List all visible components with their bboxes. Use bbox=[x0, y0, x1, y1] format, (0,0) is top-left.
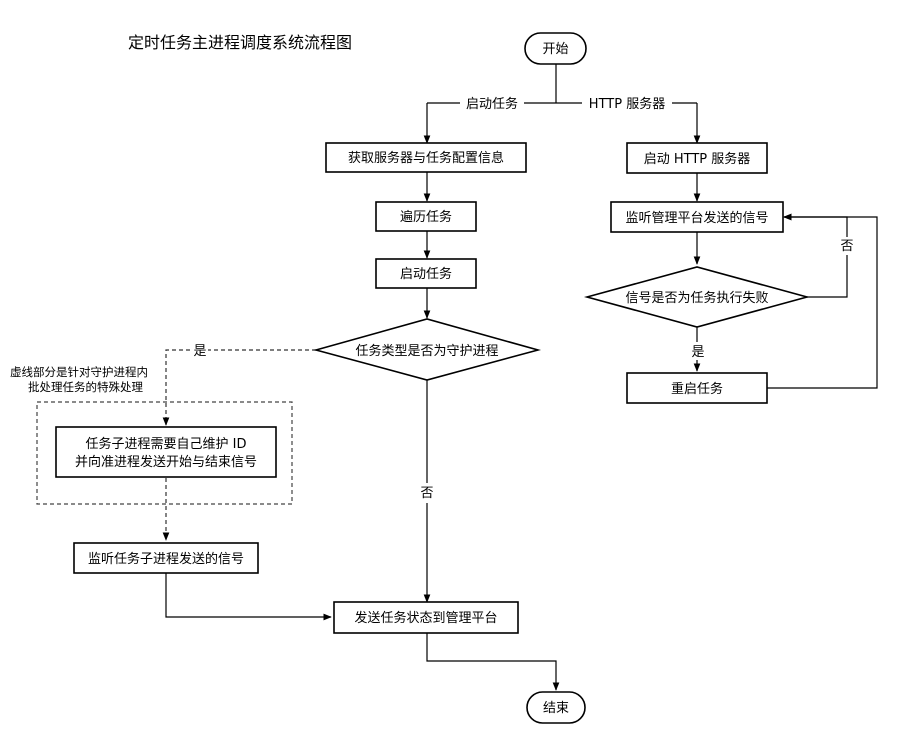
is-failed-decision bbox=[583, 266, 811, 328]
start-http-box bbox=[626, 142, 768, 174]
subprocess-label-line1: 任务子进程需要自己维护 ID bbox=[86, 436, 247, 452]
yes-failed-label: 是 bbox=[691, 345, 704, 360]
end-terminal bbox=[526, 691, 586, 724]
iterate-tasks-box bbox=[375, 201, 477, 232]
is-failed-label: 信号是否为任务执行失败 bbox=[625, 290, 768, 306]
note-line2: 批处理任务的特殊处理 bbox=[28, 380, 143, 394]
iterate-tasks-label: 遍历任务 bbox=[400, 209, 452, 225]
listen-subprocess-label: 监听任务子进程发送的信号 bbox=[88, 551, 244, 567]
is-daemon-decision bbox=[312, 318, 542, 381]
start-http-label: 启动 HTTP 服务器 bbox=[644, 151, 751, 167]
no-failed-label: 否 bbox=[840, 239, 853, 254]
is-daemon-label: 任务类型是否为守护进程 bbox=[355, 343, 498, 359]
edge-failed-no-loop bbox=[783, 213, 848, 298]
restart-task-box bbox=[626, 372, 768, 404]
restart-task-label: 重启任务 bbox=[671, 381, 723, 397]
branch-http-label: HTTP 服务器 bbox=[589, 96, 665, 112]
edge-decision-yes bbox=[162, 349, 316, 426]
edge-restart-loop bbox=[767, 213, 878, 389]
subprocess-box bbox=[55, 426, 277, 478]
send-status-box bbox=[333, 601, 519, 634]
edge-send-to-end bbox=[426, 633, 560, 691]
end-label: 结束 bbox=[543, 701, 569, 716]
start-label: 开始 bbox=[542, 42, 568, 57]
edge-listen-to-send bbox=[165, 573, 332, 621]
daemon-batch-group bbox=[36, 401, 293, 505]
send-status-label: 发送任务状态到管理平台 bbox=[354, 610, 497, 626]
fetch-config-label: 获取服务器与任务配置信息 bbox=[348, 150, 504, 166]
yes-daemon-label: 是 bbox=[193, 344, 206, 359]
subprocess-label-line2: 并向准进程发送开始与结束信号 bbox=[75, 454, 257, 470]
start-task-box bbox=[375, 258, 477, 289]
start-task-label: 启动任务 bbox=[400, 266, 452, 282]
diagram-title: 定时任务主进程调度系统流程图 bbox=[128, 33, 352, 52]
note-line1: 虚线部分是针对守护进程内 bbox=[10, 365, 148, 379]
listen-platform-box bbox=[610, 201, 784, 233]
listen-platform-label: 监听管理平台发送的信号 bbox=[625, 210, 768, 226]
start-terminal bbox=[524, 32, 587, 65]
listen-subprocess-box bbox=[73, 542, 259, 574]
fetch-config-box bbox=[325, 142, 527, 173]
no-daemon-label: 否 bbox=[420, 486, 433, 501]
branch-task-label: 启动任务 bbox=[466, 96, 518, 112]
